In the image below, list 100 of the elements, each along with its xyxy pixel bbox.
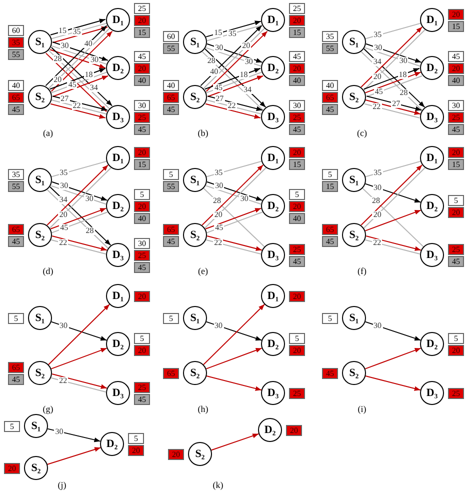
node-circle: D₂: [420, 56, 444, 80]
node-circle: D₃: [261, 243, 285, 267]
value-box: 55: [163, 42, 179, 54]
value-box: 40: [8, 80, 24, 90]
node-circle: D₁: [420, 146, 444, 170]
node-circle: S₁: [342, 306, 366, 330]
value-box: 40: [134, 74, 150, 86]
node-circle: S₂: [183, 85, 207, 109]
value-box: 5: [4, 420, 20, 432]
arrow: [366, 96, 422, 111]
value-box: 20: [134, 146, 150, 158]
value-box: 45: [163, 104, 179, 114]
arrow: [52, 236, 108, 251]
value-box: 20: [289, 14, 305, 26]
value-box: 20: [134, 14, 150, 26]
edge-label: 35: [372, 169, 383, 178]
edge-label: 20: [58, 210, 68, 219]
arrow: [365, 100, 421, 115]
value-box: 45: [322, 368, 338, 378]
value-box: 25: [134, 112, 150, 122]
value-box: 25: [448, 112, 464, 122]
arrow: [363, 68, 420, 90]
node-circle: S₂: [188, 442, 212, 466]
connector-line: [50, 239, 106, 254]
value-box: 5: [322, 168, 338, 180]
edge-label: 30: [89, 56, 100, 64]
edge-label: 28: [52, 55, 63, 64]
value-box: 25: [289, 112, 305, 122]
edge-label: 28: [206, 56, 216, 64]
connector-line: [206, 100, 262, 114]
node-circle: D₁: [106, 8, 130, 32]
edge-label: 35: [72, 28, 82, 36]
connector-line: [366, 75, 423, 98]
arrow: [206, 321, 262, 341]
arrow: [364, 72, 422, 94]
value-box: 5: [448, 194, 464, 206]
value-box: 30: [448, 100, 464, 110]
value-box: 40: [163, 80, 179, 90]
value-box: 45: [448, 50, 464, 62]
arrow: [48, 304, 110, 366]
value-box: 5: [289, 332, 305, 344]
node-circle: D₃: [420, 243, 444, 267]
value-box: 15: [134, 158, 150, 170]
panel-caption: (g): [42, 404, 54, 414]
arrow: [52, 26, 108, 44]
panel-caption: (b): [198, 128, 208, 138]
connector-line: [364, 239, 420, 254]
edge-label: 18: [398, 70, 408, 79]
value-box: 45: [289, 256, 305, 266]
value-box: 45: [134, 50, 150, 62]
value-box: 40: [289, 212, 305, 224]
edge-label: 30: [214, 182, 224, 190]
node-circle: D₂: [258, 418, 282, 442]
arrow: [364, 321, 422, 341]
value-box: 40: [448, 74, 464, 86]
node-circle: D₂: [420, 332, 444, 356]
node-circle: S₂: [342, 223, 366, 247]
value-box: 30: [134, 238, 150, 248]
edge-label: 30: [214, 44, 224, 52]
edge-label: 20: [52, 76, 63, 84]
value-box: 5: [163, 168, 179, 180]
edge-label: 22: [372, 102, 382, 111]
arrow: [47, 428, 101, 442]
edge-label: 34: [242, 86, 253, 94]
node-circle: S₂: [24, 456, 48, 480]
arrow: [50, 103, 106, 119]
value-box: 15: [322, 180, 338, 192]
connector-line: [51, 212, 108, 234]
value-box: 20: [448, 344, 464, 356]
connector-line: [203, 188, 265, 248]
arrow: [364, 183, 422, 203]
node-circle: D₂: [106, 194, 130, 218]
edge-label: 22: [213, 239, 224, 247]
edge-label: 30: [84, 194, 94, 203]
connector-line: [362, 188, 424, 248]
value-box: 40: [322, 80, 338, 90]
arrow: [210, 433, 260, 451]
value-box: 65: [8, 224, 24, 234]
node-circle: S₁: [183, 306, 207, 330]
value-box: 55: [322, 42, 338, 54]
value-box: 20: [134, 344, 150, 356]
node-circle: D₂: [261, 56, 285, 80]
arrow: [366, 236, 422, 251]
value-box: 65: [322, 92, 338, 102]
edge-label: 15: [58, 27, 68, 36]
arrow: [207, 75, 264, 98]
connector-line: [365, 160, 421, 178]
value-box: 20: [448, 62, 464, 74]
edge-label: 30: [244, 58, 254, 66]
arrow: [207, 96, 263, 111]
value-box: 45: [134, 262, 150, 272]
edge-label: 20: [372, 72, 382, 81]
panel-caption: (a): [43, 128, 53, 138]
panel-caption: (j): [58, 480, 66, 490]
edge-label: 27: [391, 100, 402, 108]
value-box: 25: [448, 244, 464, 254]
value-box: 5: [134, 332, 150, 344]
edge-label: 45: [214, 224, 224, 232]
connector-line: [206, 160, 262, 178]
node-circle: S₁: [28, 30, 52, 54]
